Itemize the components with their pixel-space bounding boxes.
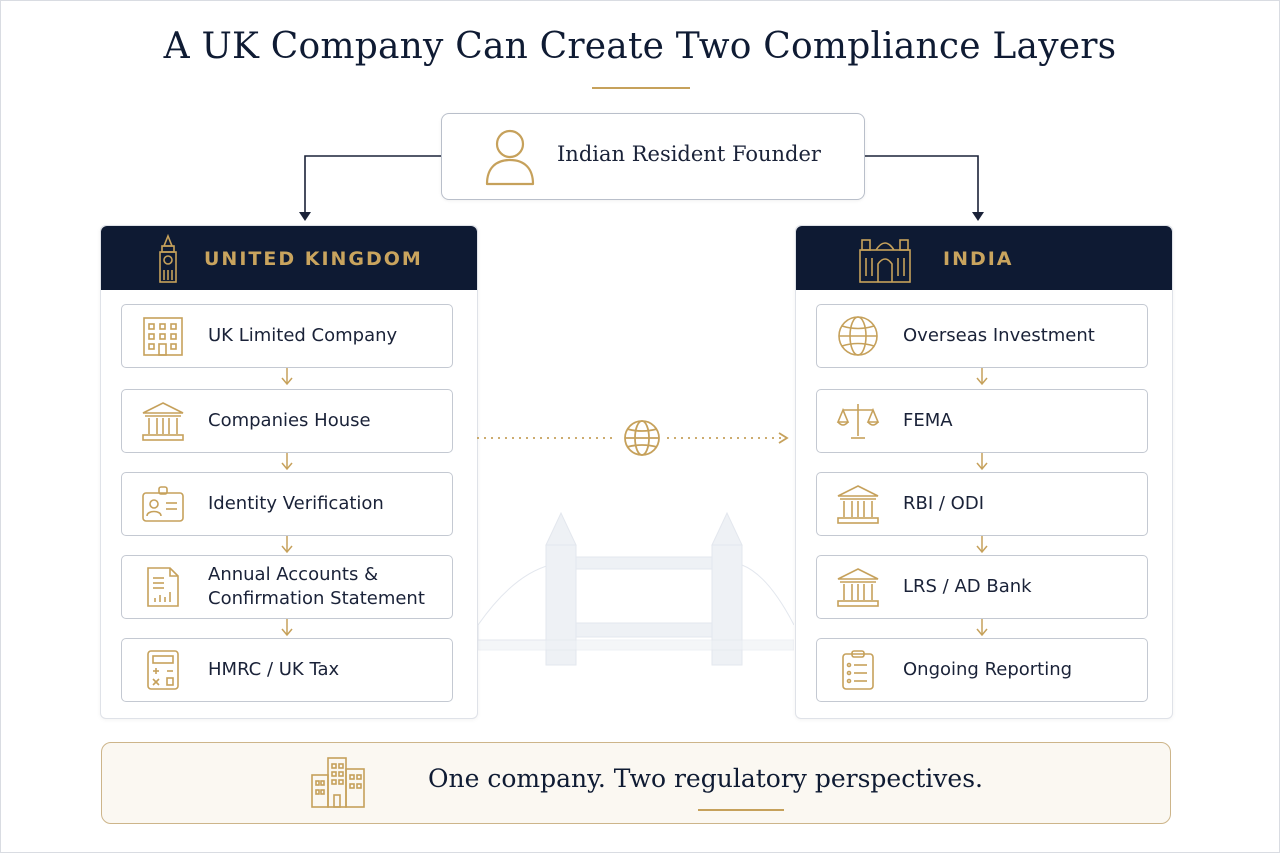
government-building-icon: [140, 400, 186, 446]
india-step-label: Overseas Investment: [903, 325, 1095, 346]
bank-building-icon: [835, 566, 881, 612]
tower-bridge-watermark: [478, 511, 794, 666]
link-globe-icon: [624, 420, 660, 456]
city-buildings-icon: [308, 755, 368, 813]
uk-panel: UNITED KINGDOM UK Limited Company Compan…: [100, 225, 478, 719]
india-step-fema: FEMA: [816, 389, 1148, 453]
uk-step-companies-house: Companies House: [121, 389, 453, 453]
clipboard-icon: [835, 649, 881, 695]
connector-to-uk: [304, 155, 441, 214]
uk-panel-title: UNITED KINGDOM: [204, 248, 423, 270]
step-arrow: [976, 453, 988, 471]
bank-building-icon: [835, 483, 881, 529]
india-panel-header: INDIA: [796, 226, 1172, 290]
person-icon: [482, 124, 538, 192]
step-arrow: [281, 453, 293, 471]
india-panel: INDIA Overseas Investment FEMA: [795, 225, 1173, 719]
india-step-lrs-ad-bank: LRS / AD Bank: [816, 555, 1148, 619]
uk-panel-header: UNITED KINGDOM: [101, 226, 477, 290]
cross-border-link: [477, 420, 789, 456]
office-building-icon: [140, 315, 186, 361]
uk-step-identity-verification: Identity Verification: [121, 472, 453, 536]
india-step-label: LRS / AD Bank: [903, 576, 1032, 597]
india-panel-title: INDIA: [943, 248, 1014, 270]
id-card-icon: [140, 483, 186, 529]
connector-to-india: [863, 155, 979, 214]
uk-step-label: Annual Accounts & Confirmation Statement: [208, 564, 425, 609]
connector-to-india-arrowhead: [972, 212, 984, 221]
step-arrow: [281, 619, 293, 637]
uk-step-hmrc: HMRC / UK Tax: [121, 638, 453, 702]
scales-icon: [835, 400, 881, 446]
step-arrow: [281, 536, 293, 554]
title-underline: [592, 87, 690, 89]
founder-label: Indian Resident Founder: [557, 142, 821, 166]
globe-icon: [835, 315, 881, 361]
uk-step-label: Identity Verification: [208, 493, 384, 514]
step-arrow: [976, 368, 988, 386]
step-arrow: [976, 536, 988, 554]
india-step-ongoing-reporting: Ongoing Reporting: [816, 638, 1148, 702]
step-arrow: [281, 368, 293, 386]
india-step-label: Ongoing Reporting: [903, 659, 1073, 680]
calculator-icon: [140, 649, 186, 695]
uk-step-annual-accounts: Annual Accounts & Confirmation Statement: [121, 555, 453, 619]
banner-underline: [698, 809, 784, 811]
summary-banner: One company. Two regulatory perspectives…: [101, 742, 1171, 824]
page-title: A UK Company Can Create Two Compliance L…: [163, 26, 1117, 67]
step-arrow: [976, 619, 988, 637]
founder-box: Indian Resident Founder: [441, 113, 865, 200]
summary-text: One company. Two regulatory perspectives…: [428, 764, 983, 793]
gateway-of-india-icon: [856, 234, 914, 288]
uk-step-label: HMRC / UK Tax: [208, 659, 340, 680]
uk-step-limited-company: UK Limited Company: [121, 304, 453, 368]
india-step-overseas-investment: Overseas Investment: [816, 304, 1148, 368]
connector-to-uk-arrowhead: [299, 212, 311, 221]
india-step-label: FEMA: [903, 410, 953, 431]
uk-step-label: Companies House: [208, 410, 371, 431]
india-step-rbi-odi: RBI / ODI: [816, 472, 1148, 536]
uk-step-label: UK Limited Company: [208, 325, 398, 346]
india-step-label: RBI / ODI: [903, 493, 985, 514]
report-document-icon: [140, 566, 186, 612]
big-ben-icon: [153, 233, 183, 288]
